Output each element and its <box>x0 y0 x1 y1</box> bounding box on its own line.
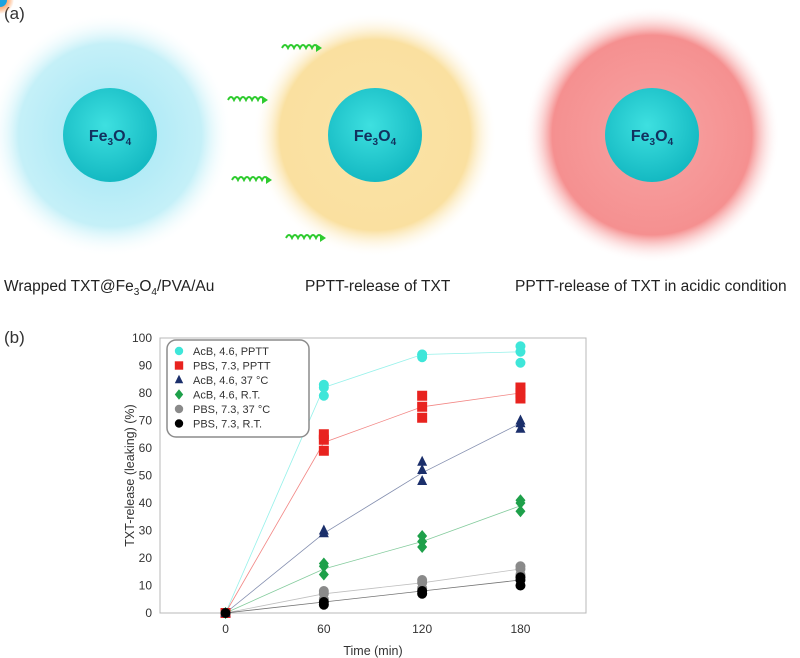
data-point <box>417 475 428 485</box>
y-tick-label: 70 <box>139 414 153 428</box>
data-point <box>417 401 428 412</box>
x-axis-label: Time (min) <box>343 644 402 658</box>
data-point <box>318 445 329 456</box>
data-point <box>318 524 329 535</box>
data-point <box>515 414 526 425</box>
y-tick-label: 30 <box>139 524 153 538</box>
fe3o4-core <box>605 88 699 182</box>
legend-marker <box>174 419 184 428</box>
data-point <box>515 388 526 398</box>
y-tick-label: 100 <box>132 331 152 345</box>
legend-marker <box>174 389 184 400</box>
legend-entry: AcB, 4.6, PPTT <box>193 346 269 358</box>
series-trend-line <box>225 568 521 614</box>
data-point <box>515 393 526 404</box>
x-tick-label: 60 <box>317 622 331 636</box>
data-point <box>515 357 526 368</box>
y-tick-label: 60 <box>139 441 153 455</box>
nanoparticle-schematic: HO Fe3O4 OH Fe3O4 OH2+ Fe3O4 <box>0 0 780 263</box>
data-point <box>515 561 526 572</box>
data-point <box>417 455 428 466</box>
data-point <box>515 382 526 393</box>
y-tick-label: 0 <box>145 606 152 620</box>
caption-wrapped: Wrapped TXT@Fe3O4/PVA/Au <box>4 278 215 299</box>
drug-molecule-icon <box>0 0 7 7</box>
data-point <box>417 464 428 474</box>
x-tick-label: 180 <box>510 622 530 636</box>
y-tick-label: 50 <box>139 469 153 483</box>
data-point <box>318 586 329 596</box>
laser-wave-icon <box>231 176 269 183</box>
y-tick-label: 90 <box>139 359 153 373</box>
data-point <box>318 429 329 440</box>
data-point <box>318 557 329 570</box>
legend-marker <box>174 361 184 370</box>
y-tick-label: 80 <box>139 386 153 400</box>
data-point <box>417 586 428 596</box>
legend-entry: PBS, 7.3, PPTT <box>193 361 271 373</box>
y-axis-label: TXT-release (leaking) (%) <box>123 404 137 546</box>
laser-wave-icon <box>281 44 319 51</box>
y-tick-label: 20 <box>139 551 153 565</box>
y-tick-label: 40 <box>139 496 153 510</box>
data-point <box>417 390 428 401</box>
data-point <box>220 608 231 618</box>
legend-entry: AcB, 4.6, R.T. <box>193 390 260 402</box>
fe3o4-core <box>63 88 157 182</box>
legend-marker <box>174 346 184 356</box>
data-point <box>318 597 329 607</box>
laser-wave-icon <box>227 44 326 242</box>
data-point <box>515 422 526 433</box>
data-point <box>417 575 428 585</box>
y-tick-label: 10 <box>139 579 153 593</box>
legend-entry: PBS, 7.3, 37 °C <box>193 404 270 416</box>
x-tick-label: 120 <box>412 622 432 636</box>
particle-acidic: OH2+ Fe3O4 <box>0 0 780 263</box>
data-point <box>318 390 329 401</box>
series-trend-line <box>225 392 521 614</box>
data-point <box>515 494 526 507</box>
panel-b-label: (b) <box>4 328 25 347</box>
particle-wrapped: HO Fe3O4 <box>0 0 232 257</box>
caption-pptt-release: PPTT-release of TXT <box>305 278 451 295</box>
svg-text:Fe3O4: Fe3O4 <box>354 128 397 148</box>
legend-marker <box>174 404 184 414</box>
laser-wave-icon <box>285 234 323 241</box>
legend-entry: AcB, 4.6, 37 °C <box>193 375 268 387</box>
caption-acidic-release: PPTT-release of TXT in acidic condition <box>515 278 787 295</box>
series-trend-line <box>225 422 521 614</box>
svg-text:Fe3O4: Fe3O4 <box>631 128 674 148</box>
svg-text:Fe3O4: Fe3O4 <box>89 128 132 148</box>
data-point <box>318 382 329 393</box>
fe3o4-core <box>328 88 422 182</box>
data-point <box>318 568 329 581</box>
legend-marker <box>174 374 184 384</box>
data-point <box>417 412 428 423</box>
x-tick-label: 0 <box>222 622 229 636</box>
legend-entry: PBS, 7.3, R.T. <box>193 419 262 431</box>
laser-wave-icon <box>227 96 265 103</box>
data-point <box>417 349 428 360</box>
chart-legend: AcB, 4.6, PPTT PBS, 7.3, PPTT AcB, 4.6, 37… <box>166 339 310 438</box>
data-point <box>318 434 329 445</box>
series-trend-line <box>225 579 521 614</box>
particle-pptt: OH Fe3O4 <box>0 0 497 257</box>
data-point <box>417 530 428 542</box>
data-point <box>515 505 526 518</box>
data-point <box>515 341 526 352</box>
data-point <box>515 572 526 583</box>
series-trend-line <box>225 351 521 614</box>
series-trend-line <box>225 505 521 614</box>
